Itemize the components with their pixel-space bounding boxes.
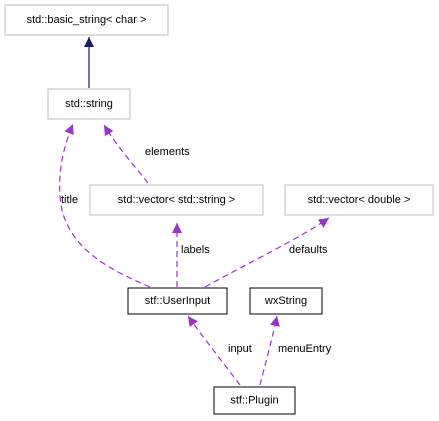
edge-plugin-to-wxstring (259, 315, 280, 386)
node-wxstring[interactable]: wxString (249, 287, 323, 315)
edge-label-defaults: defaults (289, 244, 328, 256)
node-vector-double[interactable]: std::vector< double > (284, 184, 434, 216)
edge-label-labels: labels (181, 244, 210, 256)
edge-plugin-to-userinput (187, 315, 241, 386)
nodes-layer: std::basic_string< char > std::string st… (4, 4, 434, 415)
edge-userinput-to-string (59, 123, 151, 288)
edge-label-input: input (228, 343, 252, 355)
edge-label-title: title (61, 194, 78, 206)
node-userinput-label: stf::UserInput (145, 295, 210, 307)
node-string-label: std::string (65, 98, 113, 110)
node-plugin[interactable]: stf::Plugin (213, 386, 296, 415)
node-userinput[interactable]: stf::UserInput (127, 287, 228, 315)
node-vector-string-label: std::vector< std::string > (118, 194, 235, 206)
node-vector-double-label: std::vector< double > (308, 194, 411, 206)
node-basic-string[interactable]: std::basic_string< char > (4, 4, 169, 36)
node-vector-string[interactable]: std::vector< std::string > (89, 184, 264, 216)
node-plugin-label: stf::Plugin (230, 395, 278, 407)
edge-label-menuentry: menuEntry (278, 343, 332, 355)
node-wxstring-label: wxString (264, 295, 307, 307)
edge-label-elements: elements (145, 146, 190, 158)
node-basic-string-label: std::basic_string< char > (27, 14, 147, 26)
node-string[interactable]: std::string (47, 88, 131, 120)
edge-vector-string-to-string (103, 124, 149, 184)
edges-layer: elements title labels defaults input men… (59, 37, 332, 386)
